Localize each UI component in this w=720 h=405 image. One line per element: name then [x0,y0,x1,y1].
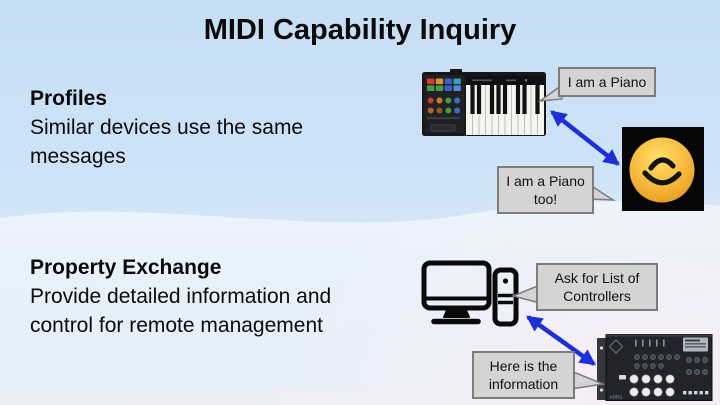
section-property-exchange: Property Exchange Provide detailed infor… [30,253,398,340]
callout-i-am-a-piano-too: I am a Piano too! [497,166,594,215]
property-exchange-body: Provide detailed information and control… [30,285,332,337]
smiley-logo-image [622,127,704,211]
callout-here-is-information: Here is the information [472,351,575,400]
callout-ask-for-list: Ask for List of Controllers [536,263,658,312]
section-profiles: Profiles Similar devices use the same me… [30,84,398,171]
profiles-body: Similar devices use the same messages [30,116,304,168]
computer-icon [421,260,519,327]
profiles-heading: Profiles [30,87,108,110]
slide-title: MIDI Capability Inquiry [203,14,517,46]
module-brand-label: KORG [610,395,622,400]
synth-module-image: KORG [597,334,713,401]
callout-i-am-a-piano: I am a Piano [558,67,656,98]
property-exchange-heading: Property Exchange [30,256,222,279]
midi-keyboard-image [422,69,546,136]
